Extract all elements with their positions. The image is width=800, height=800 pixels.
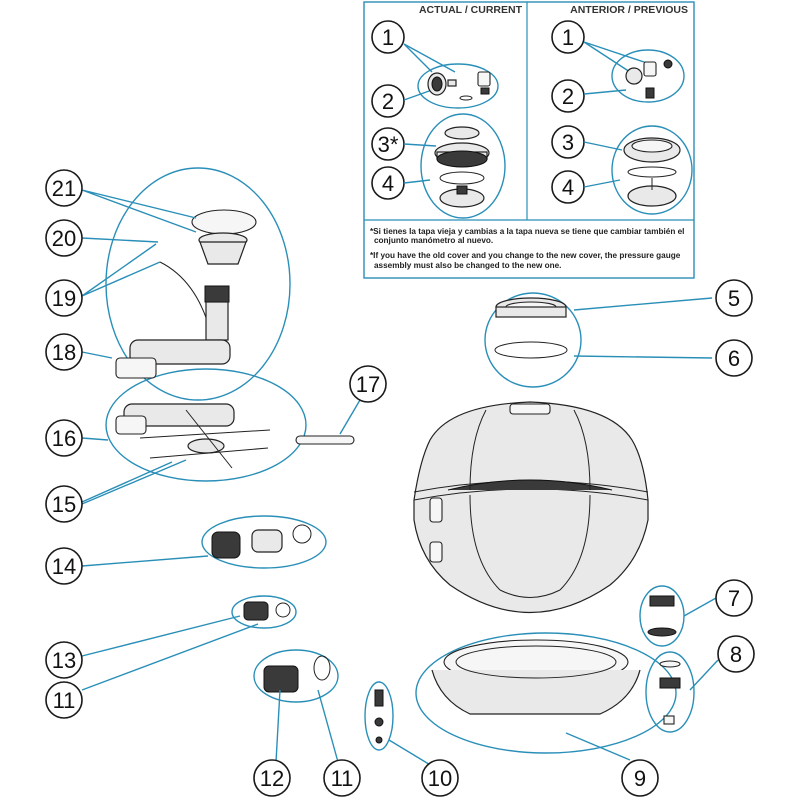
diffuser-assembly xyxy=(115,209,257,379)
callout-6: 6 xyxy=(715,339,753,377)
svg-text:20: 20 xyxy=(52,226,76,251)
svg-text:2: 2 xyxy=(562,84,574,109)
svg-text:5: 5 xyxy=(728,286,740,311)
callout-18: 18 xyxy=(45,333,83,371)
svg-text:7: 7 xyxy=(728,586,740,611)
current-callout-2: 2 xyxy=(371,84,405,118)
previous-pressure-gauge xyxy=(625,59,673,99)
callout-17: 17 xyxy=(349,365,387,403)
lateral-group-ellipse xyxy=(105,368,307,482)
svg-text:6: 6 xyxy=(728,346,740,371)
svg-text:3: 3 xyxy=(562,130,574,155)
current-pressure-gauge xyxy=(427,71,491,101)
svg-text:14: 14 xyxy=(52,554,76,579)
note-en-line1: *If you have the old cover and you chang… xyxy=(370,251,681,260)
note-es-line1: *Si tienes la tapa vieja y cambias a la … xyxy=(370,227,684,236)
svg-text:19: 19 xyxy=(52,286,76,311)
comparison-box: ACTUAL / CURRENT ANTERIOR / PREVIOUS *Si… xyxy=(363,1,695,279)
callout-14: 14 xyxy=(45,547,83,585)
svg-text:15: 15 xyxy=(52,492,76,517)
note-en-line2: assembly must also be changed to the new… xyxy=(374,261,561,270)
header-previous: ANTERIOR / PREVIOUS xyxy=(570,4,688,16)
air-valve xyxy=(645,651,695,733)
svg-text:13: 13 xyxy=(52,648,76,673)
previous-cover-group xyxy=(611,125,693,215)
flange-ring xyxy=(484,292,582,388)
svg-text:4: 4 xyxy=(562,175,574,200)
callout-11-bottom: 11 xyxy=(323,759,361,797)
current-callout-1: 1 xyxy=(371,20,405,54)
single-lateral xyxy=(295,435,355,445)
callout-11-left: 11 xyxy=(45,681,83,719)
callout-16: 16 xyxy=(45,419,83,457)
svg-text:11: 11 xyxy=(53,688,76,713)
laterals xyxy=(115,403,271,469)
current-gauge-group xyxy=(417,63,499,109)
header-current: ACTUAL / CURRENT xyxy=(419,4,523,16)
svg-text:2: 2 xyxy=(382,89,394,114)
callout-9: 9 xyxy=(621,759,659,797)
callout-15: 15 xyxy=(45,485,83,523)
svg-text:16: 16 xyxy=(52,426,76,451)
previous-callout-1: 1 xyxy=(551,20,585,54)
drain-valve xyxy=(639,585,685,647)
svg-text:11: 11 xyxy=(331,766,354,791)
callout-21: 21 xyxy=(45,169,83,207)
previous-callout-2: 2 xyxy=(551,79,585,113)
previous-gauge-group xyxy=(611,49,685,103)
svg-text:4: 4 xyxy=(382,171,394,196)
filter-tank xyxy=(413,401,649,614)
diffuser-group-ellipse xyxy=(105,167,291,401)
note-es-line2: conjunto manómetro al nuevo. xyxy=(374,236,493,245)
current-cover-group xyxy=(420,113,506,219)
drain-plug xyxy=(364,681,394,751)
svg-text:9: 9 xyxy=(634,766,646,791)
current-callout-4: 4 xyxy=(371,166,405,200)
svg-text:10: 10 xyxy=(428,766,452,791)
svg-text:8: 8 xyxy=(730,642,742,667)
svg-text:18: 18 xyxy=(52,340,76,365)
union-13 xyxy=(231,595,297,629)
previous-callout-3: 3 xyxy=(551,125,585,159)
callout-13: 13 xyxy=(45,641,83,679)
union-12 xyxy=(253,649,339,703)
svg-text:1: 1 xyxy=(562,25,574,50)
callout-12: 12 xyxy=(253,759,291,797)
svg-text:21: 21 xyxy=(52,176,76,201)
callout-19: 19 xyxy=(45,279,83,317)
callout-7: 7 xyxy=(715,579,753,617)
svg-text:1: 1 xyxy=(382,25,394,50)
previous-callout-4: 4 xyxy=(551,170,585,204)
callout-20: 20 xyxy=(45,219,83,257)
union-kit xyxy=(201,515,327,569)
current-callout-3: 3* xyxy=(371,127,405,161)
callout-5: 5 xyxy=(715,279,753,317)
current-cover xyxy=(434,126,490,208)
callout-8: 8 xyxy=(717,635,755,673)
svg-text:12: 12 xyxy=(260,766,284,791)
tank-base xyxy=(415,632,677,754)
svg-text:3*: 3* xyxy=(378,132,399,157)
svg-text:17: 17 xyxy=(356,372,380,397)
callout-10: 10 xyxy=(421,759,459,797)
previous-cover xyxy=(623,137,681,207)
